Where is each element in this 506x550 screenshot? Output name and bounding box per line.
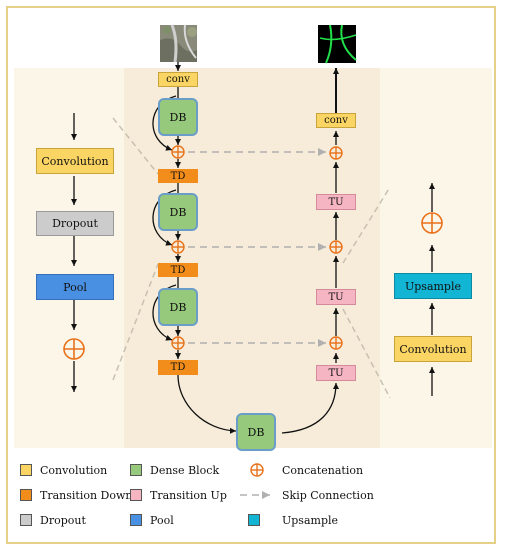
legend-skip-connection: Skip Connection [282,488,374,502]
orange-square-icon [20,489,32,501]
tu-detail-panel [380,68,492,448]
transition-up-3: TU [316,365,356,381]
dense-block-2: DB [158,193,198,231]
output-mask-image [318,24,357,64]
concat-icon [329,336,343,350]
concat-icon [329,240,343,254]
pink-square-icon [130,489,142,501]
conv-in-box: conv [158,72,198,87]
yellow-square-icon [20,464,32,476]
dense-block-3: DB [158,288,198,326]
gray-square-icon [20,514,32,526]
dense-block-bottom: DB [236,413,276,451]
concat-icon [329,146,343,160]
transition-up-2: TU [316,289,356,305]
blue-square-icon [130,514,142,526]
transition-down-1: TD [158,169,198,183]
td-convolution-box: Convolution [36,148,114,174]
transition-down-2: TD [158,263,198,277]
legend-convolution: Convolution [20,462,107,478]
zoom-line-td-top [112,117,159,175]
td-pool-box: Pool [36,274,114,300]
zoom-line-tu-top [342,186,391,264]
green-square-icon [130,464,142,476]
concat-icon [171,145,185,159]
legend-concatenation: Concatenation [282,463,364,477]
legend-concat-icon [250,463,264,477]
legend-upsample: Upsample [248,512,338,528]
legend-transition-up: Transition Up [130,487,227,503]
input-image [160,24,197,63]
transition-down-3: TD [158,360,198,375]
legend-pool: Pool [130,512,174,528]
transition-up-1: TU [316,194,356,210]
conv-out-box: conv [316,113,356,128]
concat-icon [63,338,85,360]
dense-block-1: DB [158,98,198,136]
td-detail-panel [14,68,124,448]
tu-upsample-box: Upsample [394,273,472,299]
legend-dropout: Dropout [20,512,86,528]
zoom-line-tu-bottom [342,308,391,399]
concat-icon [421,212,443,234]
td-dropout-box: Dropout [36,211,114,236]
concat-icon [171,240,185,254]
legend-dense-block: Dense Block [130,462,219,478]
legend-transition-down: Transition Down [20,487,133,503]
cyan-square-icon [248,514,260,526]
diagram-frame [6,6,496,544]
tu-convolution-box: Convolution [394,336,472,362]
concat-icon [171,336,185,350]
zoom-line-td-bottom [112,263,159,381]
